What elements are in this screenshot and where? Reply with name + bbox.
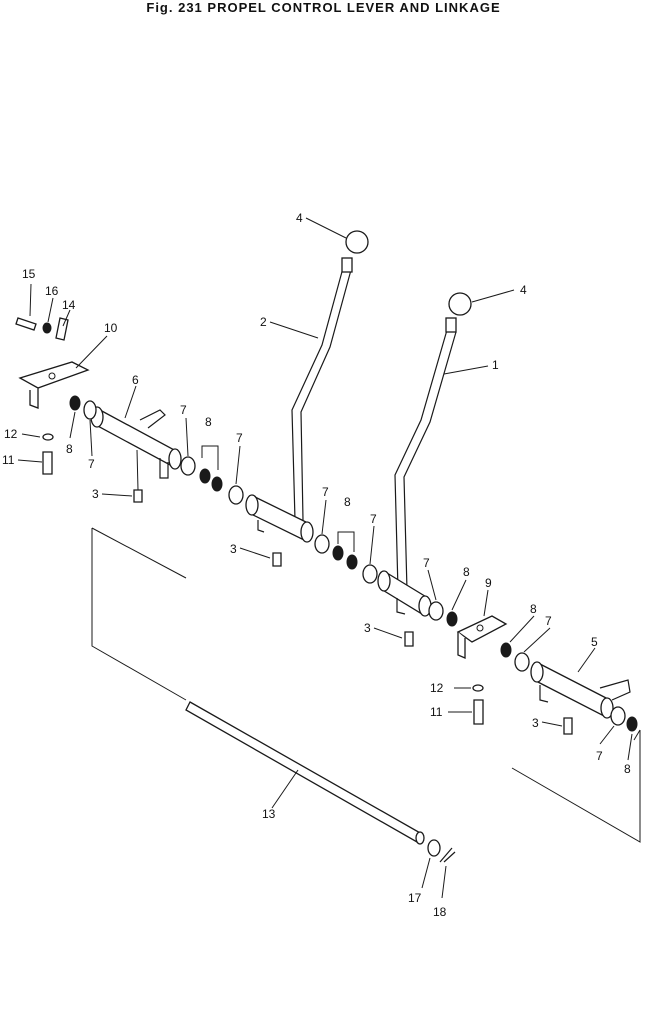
callout-8: 8 xyxy=(66,442,73,456)
callout-1: 1 xyxy=(492,358,499,372)
callout-7: 7 xyxy=(370,512,377,526)
callout-10: 10 xyxy=(104,321,118,335)
leader-lines xyxy=(17,217,633,899)
callouts: 1 2 3 3 3 3 4 4 5 6 7 7 7 7 7 7 7 7 8 8 … xyxy=(2,211,631,919)
callout-8: 8 xyxy=(463,565,470,579)
bracket-9 xyxy=(456,615,508,659)
callout-18: 18 xyxy=(433,905,447,919)
lever-2-thread xyxy=(341,257,353,273)
figure-title: Fig. 231 PROPEL CONTROL LEVER AND LINKAG… xyxy=(146,0,501,15)
callout-16: 16 xyxy=(45,284,59,298)
knob-right xyxy=(448,292,472,316)
lever-2 xyxy=(291,257,353,521)
callout-3: 3 xyxy=(92,487,99,501)
rod-13 xyxy=(185,701,456,863)
callout-7: 7 xyxy=(236,431,243,445)
callout-15: 15 xyxy=(22,267,36,281)
lever-1 xyxy=(394,317,457,591)
shaft-6 xyxy=(90,406,182,479)
callout-9: 9 xyxy=(485,576,492,590)
callout-5: 5 xyxy=(591,635,598,649)
callout-4: 4 xyxy=(520,283,527,297)
callout-11: 11 xyxy=(430,705,443,719)
knob-left xyxy=(345,230,369,254)
callout-11: 11 xyxy=(2,453,15,467)
callout-6: 6 xyxy=(132,373,139,387)
callout-8: 8 xyxy=(344,495,351,509)
callout-7: 7 xyxy=(180,403,187,417)
callout-7: 7 xyxy=(545,614,552,628)
bushings xyxy=(69,395,638,732)
callout-7: 7 xyxy=(88,457,95,471)
callout-8: 8 xyxy=(205,415,212,429)
shaft-5 xyxy=(530,661,631,719)
callout-7: 7 xyxy=(322,485,329,499)
fasteners xyxy=(15,317,484,725)
callout-8: 8 xyxy=(530,602,537,616)
callout-12: 12 xyxy=(430,681,444,695)
callout-3: 3 xyxy=(364,621,371,635)
callout-7: 7 xyxy=(423,556,430,570)
callout-4: 4 xyxy=(296,211,303,225)
callout-14: 14 xyxy=(62,298,76,312)
callout-2: 2 xyxy=(260,315,267,329)
callout-8: 8 xyxy=(624,762,631,776)
callout-12: 12 xyxy=(4,427,18,441)
reference-lines xyxy=(91,527,641,843)
callout-3: 3 xyxy=(230,542,237,556)
hub-lever-1 xyxy=(377,570,432,617)
grease-fittings xyxy=(133,449,573,735)
callout-17: 17 xyxy=(408,891,422,905)
callout-13: 13 xyxy=(262,807,276,821)
lever-1-thread xyxy=(445,317,457,333)
callout-7: 7 xyxy=(596,749,603,763)
bracket-10 xyxy=(18,361,90,409)
hub-lever-2 xyxy=(245,494,314,543)
callout-3: 3 xyxy=(532,716,539,730)
